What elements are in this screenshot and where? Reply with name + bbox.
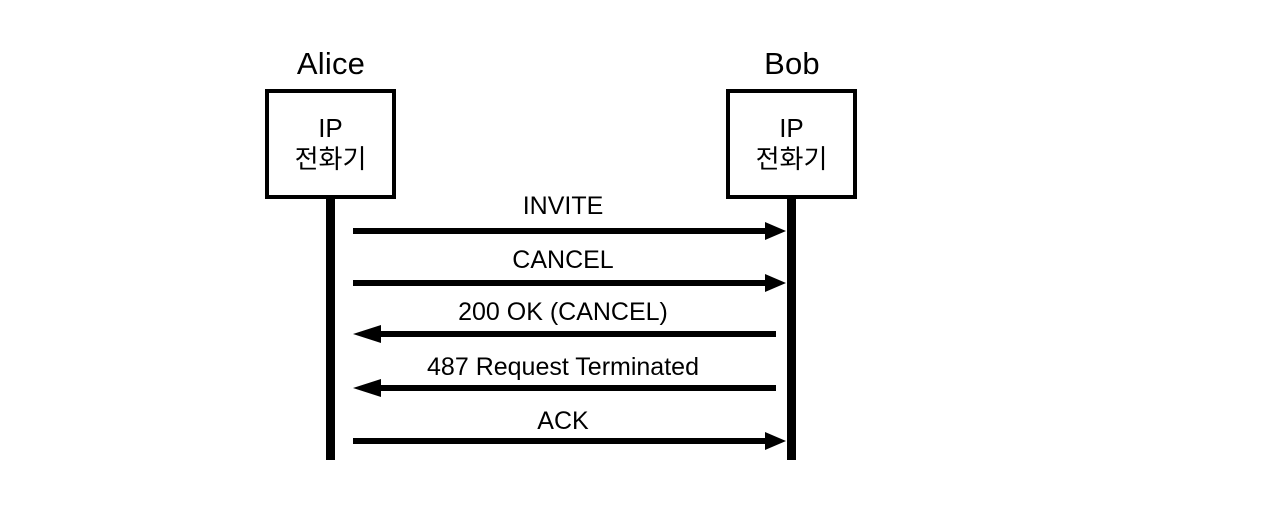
message-label-3: 200 OK (CANCEL) [458, 298, 668, 326]
message-arrow-5 [353, 432, 786, 450]
actor-box-bob-line-2: 전화기 [755, 144, 828, 174]
message-label-1: INVITE [522, 192, 604, 220]
message-label-4: 487 Request Terminated [427, 353, 699, 381]
message-label-2: CANCEL [512, 246, 614, 274]
message-label-5: ACK [537, 407, 589, 435]
message-arrow-2 [353, 274, 786, 292]
actor-box-alice: IP 전화기 [265, 89, 396, 199]
message-arrow-1 [353, 222, 786, 240]
actor-title-alice: Alice [296, 46, 366, 81]
actor-title-bob: Bob [764, 46, 820, 81]
actor-box-alice-line-2: 전화기 [294, 144, 367, 174]
message-arrow-4 [353, 379, 776, 397]
actor-box-bob: IP 전화기 [726, 89, 857, 199]
message-arrow-3 [353, 325, 776, 343]
lifeline-bob [787, 199, 796, 460]
actor-box-alice-line-1: IP [318, 113, 343, 143]
actor-box-bob-line-1: IP [779, 113, 804, 143]
lifeline-alice [326, 199, 335, 460]
